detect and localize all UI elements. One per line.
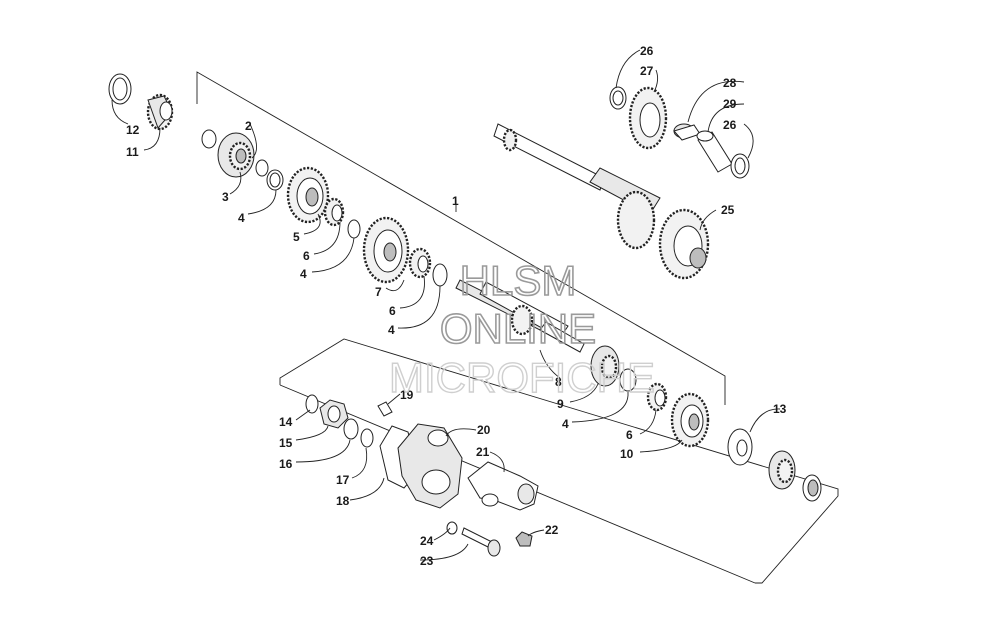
washer-4b [347,219,361,239]
snap-ring-12 [108,73,132,105]
label-4b: 4 [300,267,307,281]
bearing-end [768,450,796,490]
watermark-line-3: MICROFICHE [389,354,655,401]
label-11: 11 [126,145,139,159]
label-4a: 4 [238,211,245,225]
snap-ring-2b [255,159,269,177]
label-28: 28 [723,76,737,90]
nut-15 [319,399,349,429]
washer-26b [730,153,750,179]
watermark-line-1: HLSM [460,257,577,304]
label-27: 27 [640,64,654,78]
part-labels: 1 2 3 4 4 4 4 5 6 6 6 7 8 9 10 11 12 13 … [126,44,787,568]
label-4d: 4 [562,417,569,431]
bearing-6b [408,247,432,279]
gear-11 [146,93,174,131]
washer-4c [432,263,448,287]
washer-4d [619,368,637,392]
watermark: HLSM ONLINE MICROFICHE [388,256,655,402]
label-1: 1 [452,194,459,208]
sleeve-29 [696,130,733,173]
washer-26a [609,86,627,110]
bolt-23 [461,527,501,557]
label-24: 24 [420,534,434,548]
snap-ring-17 [360,428,374,448]
label-7: 7 [375,285,382,299]
washer-13 [727,428,753,466]
label-16: 16 [279,457,293,471]
label-4c: 4 [388,323,395,337]
label-6a: 6 [303,249,310,263]
label-2: 2 [245,119,252,133]
label-29: 29 [723,97,737,111]
pin-19 [377,401,393,417]
label-14: 14 [279,415,293,429]
watermark-line-2: ONLINE [440,305,596,352]
label-9: 9 [557,397,564,411]
label-8: 8 [555,375,562,389]
label-6c: 6 [626,428,633,442]
gear-7 [362,216,410,284]
label-12: 12 [126,123,140,137]
label-5: 5 [293,230,300,244]
shaft-25 [493,123,710,280]
washer-4a [266,169,284,191]
snap-ring-2 [201,129,217,149]
seal-end [802,474,822,502]
snap-ring-14 [305,394,319,414]
label-15: 15 [279,436,293,450]
label-26b: 26 [723,118,737,132]
washer-24 [446,521,458,535]
label-26a: 26 [640,44,654,58]
label-20: 20 [477,423,491,437]
label-3: 3 [222,190,229,204]
label-23: 23 [420,554,434,568]
plug-22 [515,531,533,547]
bearing-6c [646,382,668,412]
label-25: 25 [721,203,735,217]
washer-16 [343,418,359,440]
cover-20 [397,423,463,509]
label-18: 18 [336,494,350,508]
label-17: 17 [336,473,350,487]
coupler-3 [217,132,255,178]
coupler-9 [590,345,620,387]
gear-5 [286,166,330,224]
gear-10 [670,392,710,448]
gear-27 [628,86,668,150]
shaft-8 [455,279,585,353]
label-13: 13 [773,402,787,416]
label-19: 19 [400,388,414,402]
leader-lines [111,49,781,561]
label-22: 22 [545,523,559,537]
label-6b: 6 [389,304,396,318]
bearing-6a [323,197,345,227]
label-21: 21 [476,445,490,459]
label-10: 10 [620,447,634,461]
housing-21 [467,461,539,511]
bearing-28 [673,123,701,141]
